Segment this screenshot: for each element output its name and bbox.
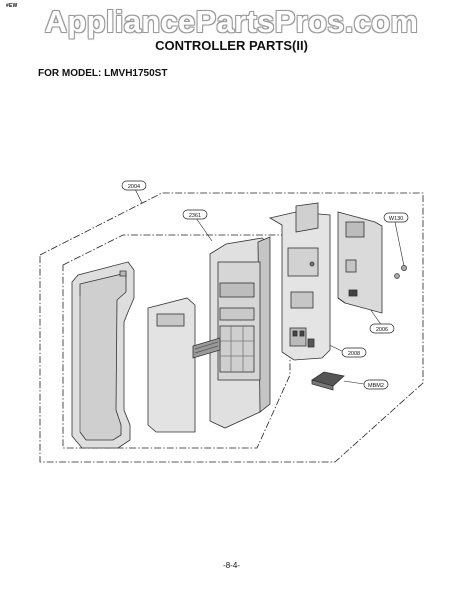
front-door-panel: [71, 261, 135, 449]
callout-label-2004: 2004: [128, 184, 140, 190]
callout-label-2008: 2008: [348, 351, 360, 357]
corner-tag: #EW: [6, 3, 18, 9]
page-title: CONTROLLER PARTS(II): [155, 38, 308, 53]
assembly-boundary-2361: [62, 234, 291, 449]
callout-2008: [341, 347, 367, 358]
callout-w130: [383, 212, 409, 223]
control-label-sheet: [147, 297, 196, 433]
pcb-bracket: [268, 202, 331, 361]
main-pcb: [337, 211, 383, 314]
control-panel-housing: [192, 236, 271, 429]
callout-label-mbm2: MBM2: [368, 383, 384, 389]
callout-label-2006: 2006: [376, 327, 388, 333]
callout-label-2361: 2361: [189, 213, 201, 219]
assembly-boundary-2004: [39, 192, 424, 463]
callout-2006: [369, 323, 395, 334]
callout-2004: [121, 180, 147, 191]
page-number: -8-4-: [223, 561, 240, 570]
callout-label-w130: W130: [389, 216, 403, 222]
screws-w130: [394, 265, 407, 279]
model-line: FOR MODEL: LMVH1750ST: [38, 68, 168, 79]
callout-labels: 2004 2361 W130 2006 2008 MBM2: [128, 184, 403, 389]
callout-bubbles: [121, 180, 409, 390]
callout-mbm2: [363, 379, 389, 390]
callout-2361: [182, 209, 208, 220]
watermark: AppliancePartsPros.com: [44, 4, 419, 39]
button-key-mbm2: [311, 371, 345, 391]
